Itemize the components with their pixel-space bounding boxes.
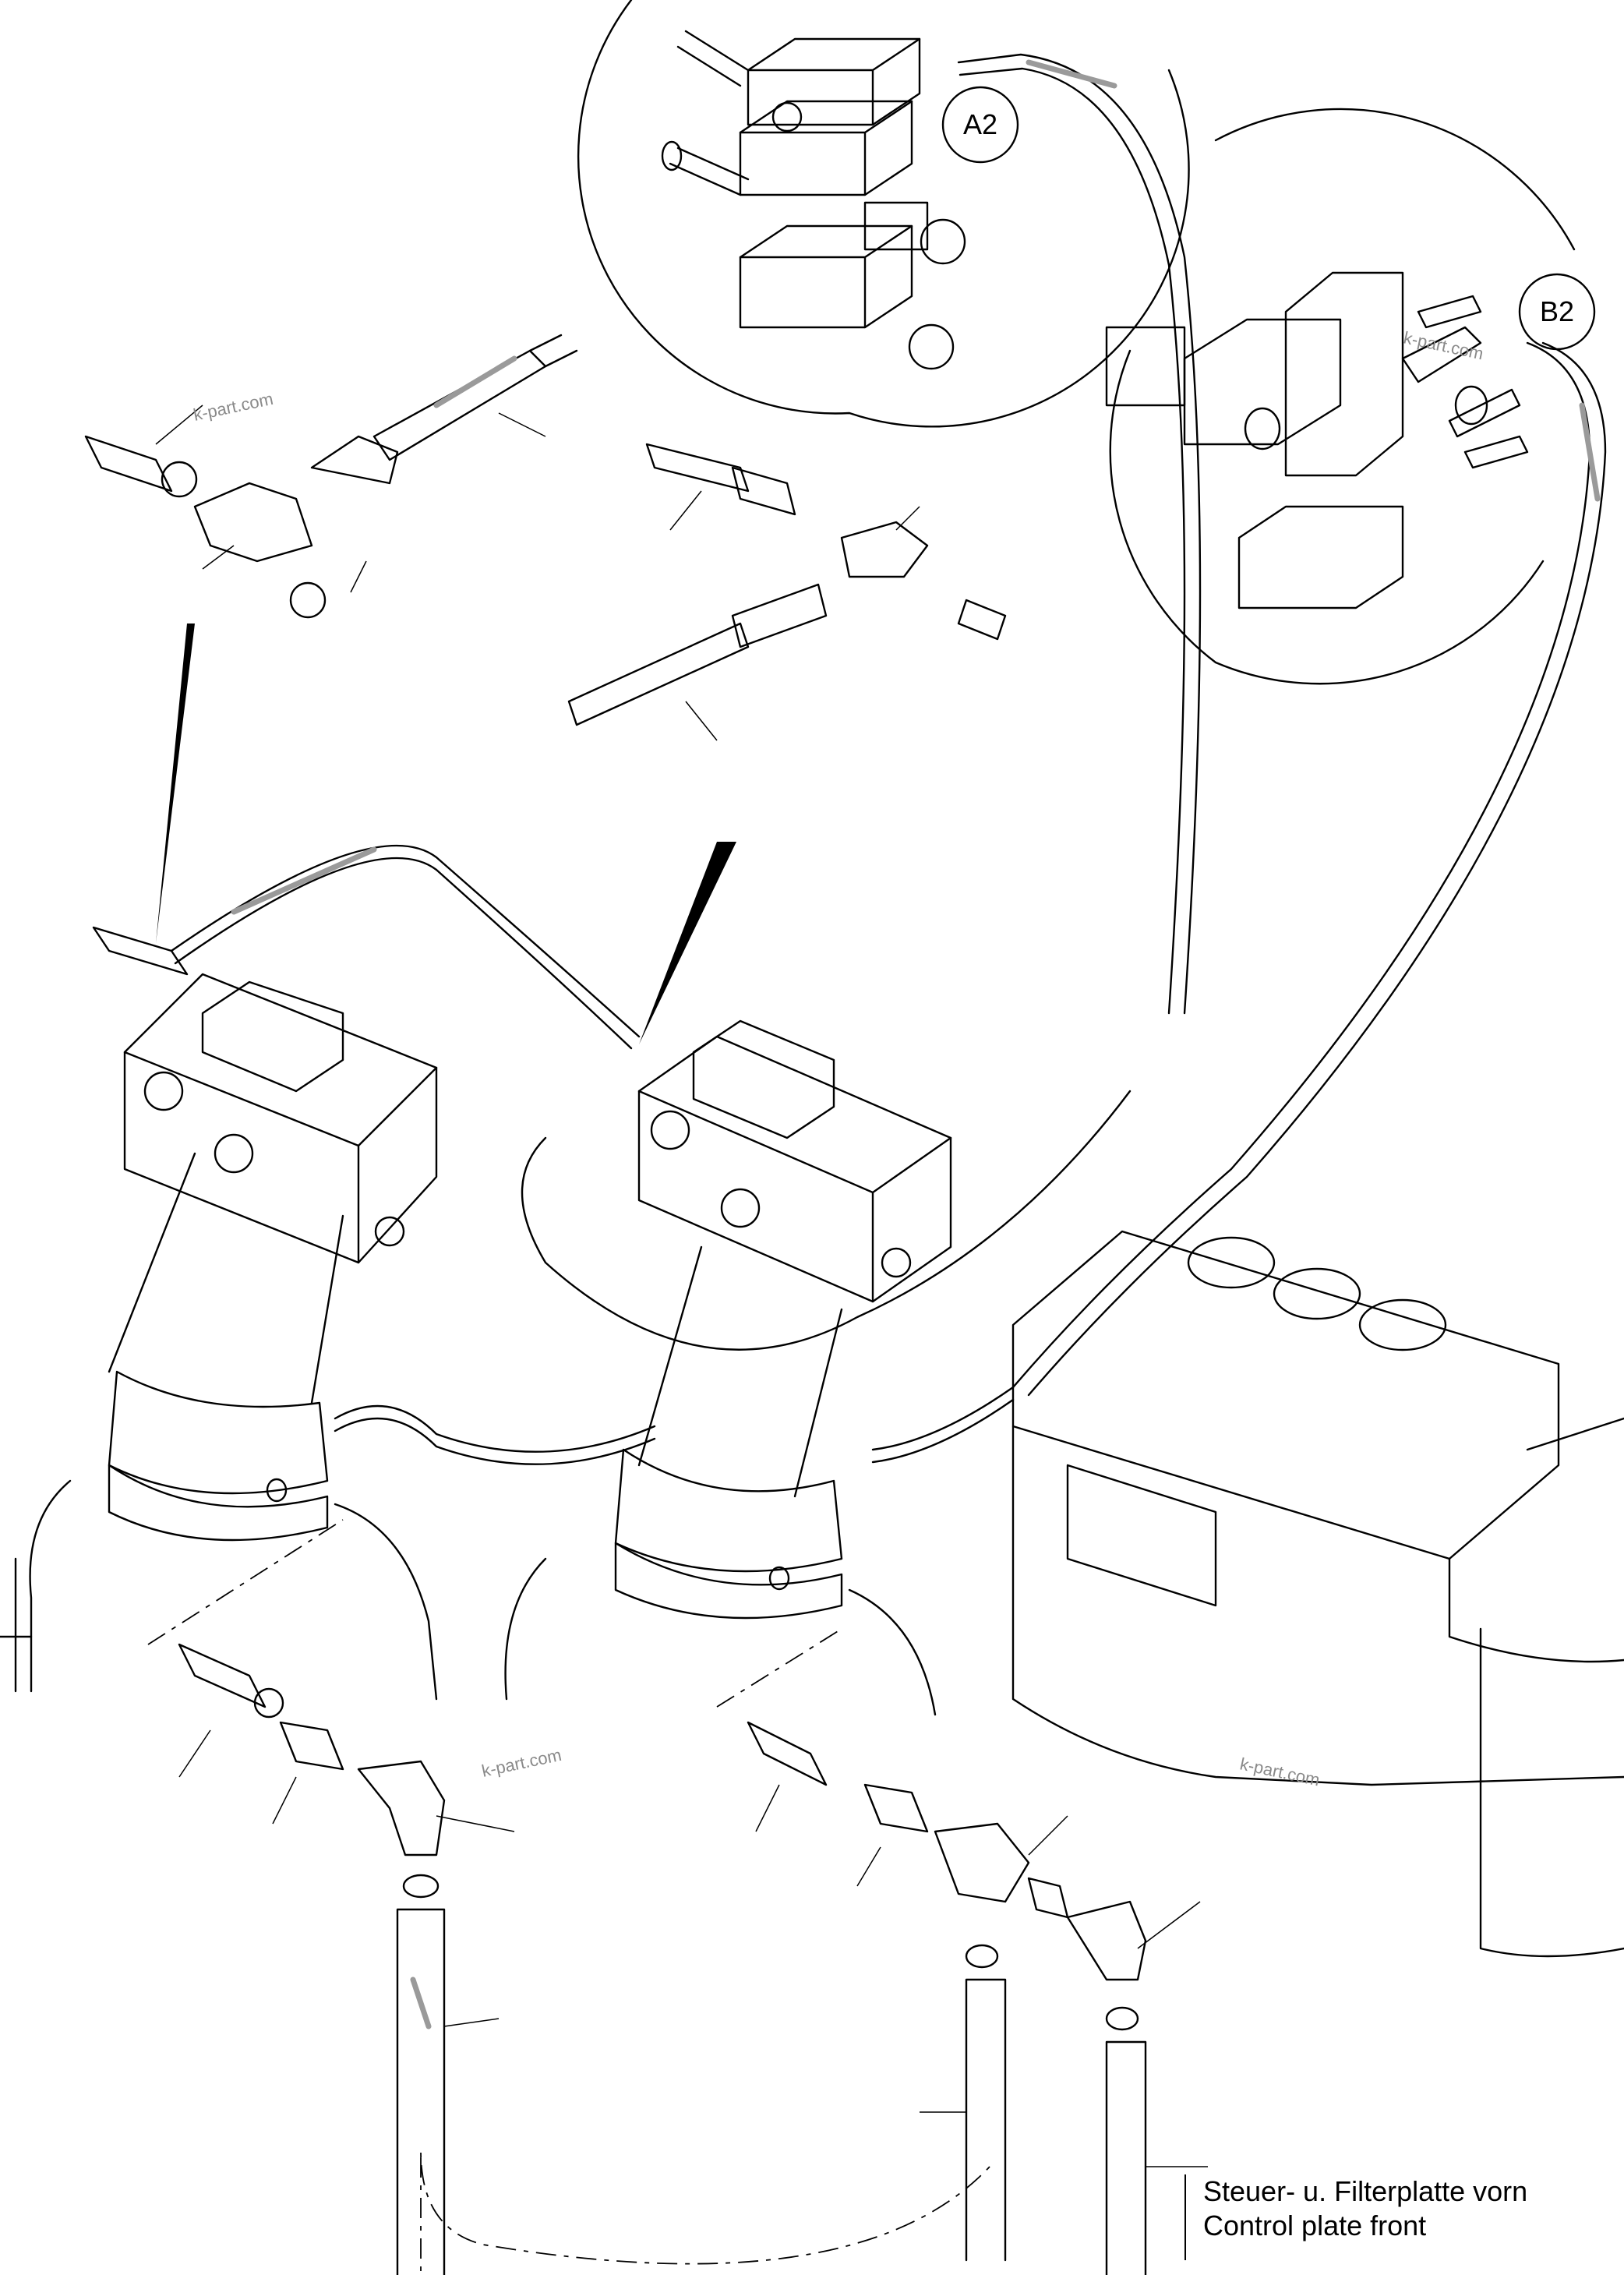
caption-line-english: Control plate front <box>1203 2210 1427 2241</box>
watermark: k-part.com <box>1238 1754 1322 1789</box>
detail-view-b2: B2 <box>1011 108 1607 1397</box>
hose-lower-left <box>334 1404 656 1465</box>
valve-block-b2 <box>1105 271 1488 609</box>
hose-b2 <box>1011 341 1607 1397</box>
callout-label-b2: B2 <box>1540 295 1574 327</box>
watermark: k-part.com <box>192 389 275 425</box>
valve-block-a2 <box>661 30 966 370</box>
watermark: k-part.com <box>1402 327 1485 363</box>
fittings-b2 <box>1417 295 1529 469</box>
engine-block <box>1011 1230 1624 1958</box>
assembly-path-left <box>147 1519 990 2275</box>
exploded-fittings-left <box>84 334 578 619</box>
hydraulic-motor-center <box>504 1019 1132 1716</box>
callout-circle-a2 <box>941 86 1019 164</box>
hose-a2 <box>957 53 1202 1015</box>
detail-view-a2: A2 <box>577 0 1202 1015</box>
hydraulic-motor-left <box>0 973 438 1701</box>
exploded-fittings-bottom-center <box>747 1721 1208 2275</box>
hose-upper-loop <box>92 844 641 1050</box>
hose-right-to-engine <box>871 1386 1015 1464</box>
pointer-wedge-center <box>639 842 736 1044</box>
exploded-fittings-bottom-left <box>178 1643 515 2275</box>
watermark: k-part.com <box>480 1745 563 1781</box>
callout-label-a2: A2 <box>963 108 997 140</box>
diagram-caption: Steuer- u. Filterplatte vorn Control pla… <box>1184 2174 1590 2260</box>
pointer-wedge-left <box>156 624 195 943</box>
caption-line-german: Steuer- u. Filterplatte vorn <box>1203 2175 1528 2207</box>
callout-circle-b2 <box>1518 273 1596 351</box>
assembly-path-center <box>716 1628 842 1708</box>
exploded-fittings-center <box>567 443 1007 741</box>
